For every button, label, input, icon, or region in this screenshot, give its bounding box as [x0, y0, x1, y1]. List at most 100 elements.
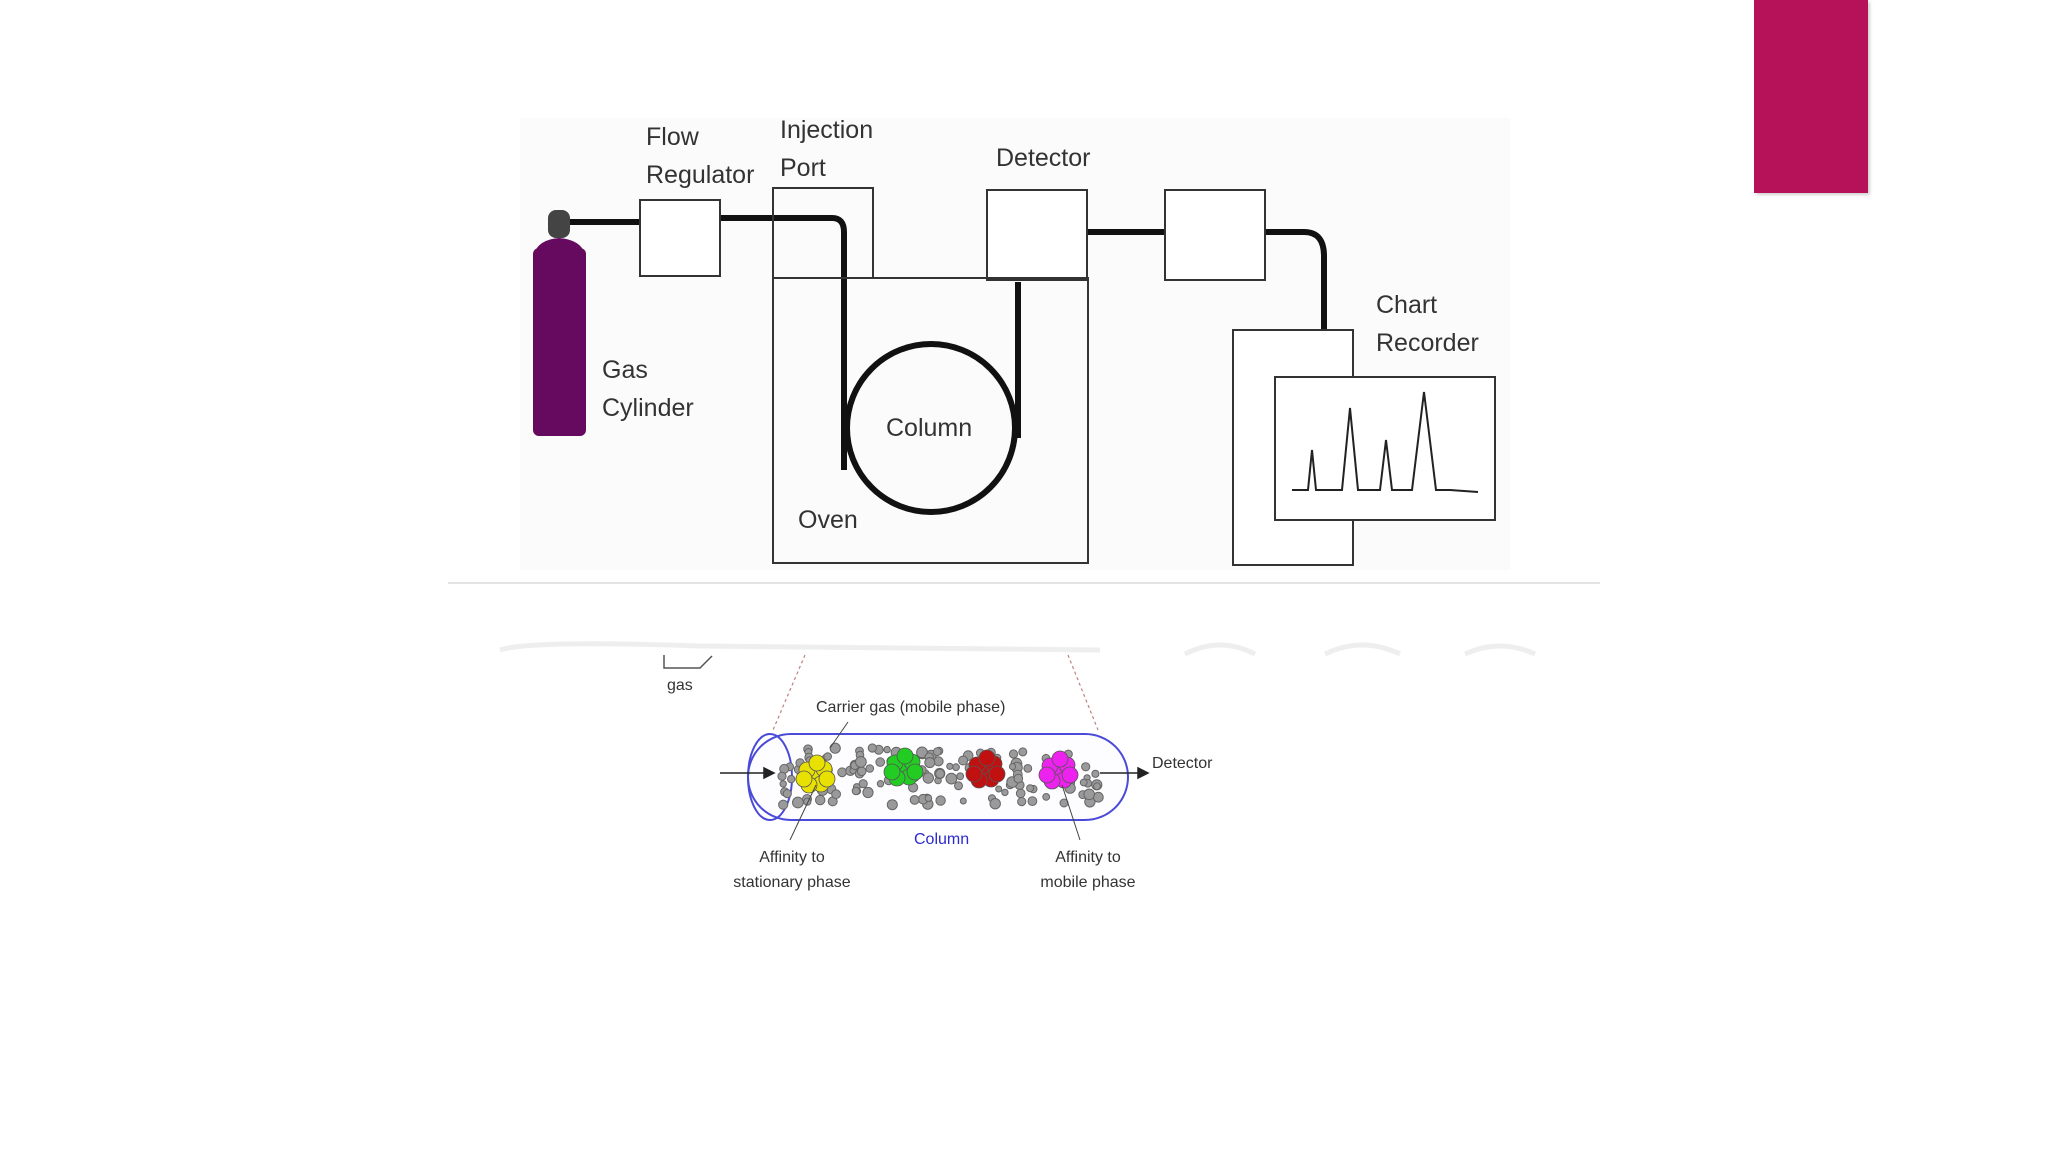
particle: [855, 756, 867, 768]
particle: [924, 794, 933, 803]
column-coil: [844, 341, 1018, 515]
gas-cylinder-icon: [533, 210, 586, 436]
particle: [952, 763, 960, 772]
particle: [862, 786, 874, 799]
particle: [1023, 764, 1033, 773]
carrier-gas-label: Carrier gas (mobile phase): [816, 699, 1005, 716]
analyte-clusters: [795, 747, 1079, 794]
affinity-mobile-line2: mobile phase: [1040, 874, 1135, 891]
injection-label-line1: Injection: [780, 116, 873, 144]
particle: [876, 780, 885, 788]
particle: [1017, 797, 1027, 807]
particle: [1008, 749, 1019, 759]
particle: [815, 794, 826, 806]
analyte-blob: [818, 770, 836, 788]
analyte-blob: [906, 763, 924, 781]
regulator-label-line2: Regulator: [646, 161, 754, 189]
particle: [932, 747, 942, 757]
accent-block: [1754, 0, 1868, 193]
particle: [782, 789, 792, 799]
gas-label-line1: Gas: [602, 356, 648, 384]
particle: [792, 796, 804, 809]
gas-label: gas: [667, 677, 693, 694]
particle: [1042, 793, 1051, 801]
particle: [933, 756, 944, 767]
particle: [1018, 747, 1028, 757]
oven-label: Oven: [798, 506, 858, 534]
particle: [829, 742, 841, 754]
particle: [916, 746, 928, 759]
oven-box: [772, 277, 1089, 564]
detector-label: Detector: [996, 144, 1090, 172]
particle: [1001, 788, 1009, 797]
particle: [1081, 762, 1091, 772]
flow-regulator-box: [639, 199, 721, 277]
particle: [1008, 763, 1017, 771]
particle: [946, 762, 954, 770]
analyte-blob: [896, 747, 914, 765]
port-label-line2: Port: [780, 154, 826, 182]
affinity-stationary-line1: Affinity to: [759, 849, 825, 866]
chart-label-line1: Chart: [1376, 291, 1437, 319]
flow-label-line1: Flow: [646, 123, 700, 151]
cropped-arcs: [499, 641, 1537, 657]
particle: [777, 771, 787, 781]
particle: [954, 781, 963, 791]
particle: [995, 785, 1003, 793]
analyte-blob: [883, 763, 901, 781]
particle: [1091, 769, 1100, 778]
particle: [1026, 784, 1035, 793]
particle: [935, 768, 945, 779]
particle: [935, 795, 946, 806]
analyte-blob: [795, 770, 813, 788]
analyte-blob: [965, 765, 983, 783]
analyte-blob: [988, 765, 1006, 783]
particle: [823, 752, 833, 761]
particle: [1027, 796, 1038, 806]
gas-line: [570, 215, 1327, 470]
column-label-small: Column: [914, 831, 969, 848]
particle: [922, 772, 934, 784]
chromatogram-trace: [1292, 391, 1479, 493]
recorder-label-line2: Recorder: [1376, 329, 1479, 357]
particle: [787, 774, 796, 784]
particle: [959, 797, 967, 805]
particle: [909, 795, 920, 805]
column-label: Column: [886, 414, 972, 442]
particle: [779, 780, 787, 788]
detector-box: [986, 189, 1088, 281]
analyte-blob: [1061, 766, 1079, 784]
particle: [1079, 778, 1088, 787]
analyte-blob: [1051, 750, 1069, 768]
particle: [958, 755, 969, 766]
separation-diagram: gas: [663, 654, 1213, 891]
particle: [1093, 782, 1101, 791]
particle: [837, 767, 847, 778]
particle: [989, 798, 1001, 810]
amplifier-box: [1164, 189, 1266, 281]
particle: [856, 766, 867, 777]
particle: [875, 757, 886, 767]
analyte-blob: [808, 754, 826, 772]
particle: [865, 764, 875, 773]
affinity-mobile-line1: Affinity to: [1055, 849, 1121, 866]
particle: [831, 789, 841, 800]
analyte-blob: [978, 749, 996, 767]
particle: [867, 743, 877, 753]
particle: [858, 779, 868, 789]
particle: [956, 772, 965, 781]
particle: [851, 786, 861, 796]
detector-label-small: Detector: [1152, 755, 1213, 772]
cylinder-label-line2: Cylinder: [602, 394, 694, 422]
particle: [924, 757, 936, 769]
affinity-stationary-line2: stationary phase: [733, 874, 851, 891]
